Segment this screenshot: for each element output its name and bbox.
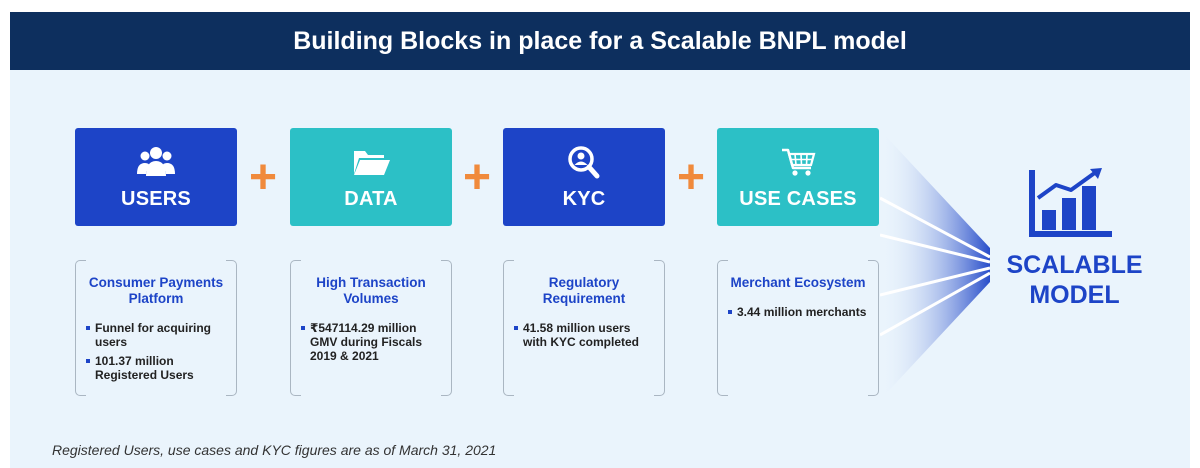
bracket-right [441,260,452,396]
detail-bullet: Funnel for acquiring users [83,321,229,349]
plus-operator [457,158,497,198]
block-label: USERS [121,187,191,210]
bracket-left [290,260,301,396]
detail-bullet: 101.37 million Registered Users [83,354,229,382]
detail-title: Merchant Ecosystem [730,275,866,290]
users-icon [137,146,175,176]
block-label: KYC [562,187,606,210]
footnote: Registered Users, use cases and KYC figu… [52,442,497,458]
diagram-title: Building Blocks in place for a Scalable … [293,26,907,55]
block-label: DATA [344,187,398,210]
bracket-left [717,260,728,396]
title-banner: Building Blocks in place for a Scalable … [10,12,1190,70]
detail-bullet: 41.58 million users with KYC completed [511,321,657,349]
growth-chart-icon [1029,168,1112,237]
detail-box-data: High Transaction Volumes ₹547114.29 mill… [290,260,452,396]
block-use-cases: USE CASES [717,128,879,226]
plus-operator [671,158,711,198]
detail-title: High Transaction Volumes [316,275,426,306]
plus-operator [243,158,283,198]
detail-bullet: ₹547114.29 million GMV during Fiscals 20… [298,321,444,363]
block-label: USE CASES [739,187,857,210]
cart-icon [782,148,816,176]
detail-box-kyc: Regulatory Requirement 41.58 million use… [503,260,665,396]
bracket-left [75,260,86,396]
detail-title: Regulatory Requirement [542,275,626,306]
block-kyc: KYC [503,128,665,226]
detail-box-use-cases: Merchant Ecosystem 3.44 million merchant… [717,260,879,396]
scalable-model-label: SCALABLE MODEL [1006,251,1143,309]
bracket-right [226,260,237,396]
converging-funnel [880,130,990,400]
detail-bullet: 3.44 million merchants [725,305,871,319]
bracket-right [868,260,879,396]
detail-title: Consumer Payments Platform [88,275,224,306]
search-user-icon [568,145,600,178]
bracket-right [654,260,665,396]
block-data: DATA [290,128,452,226]
bracket-left [503,260,514,396]
detail-box-users: Consumer Payments Platform Funnel for ac… [75,260,237,396]
folder-icon [354,150,390,175]
block-users: USERS [75,128,237,226]
